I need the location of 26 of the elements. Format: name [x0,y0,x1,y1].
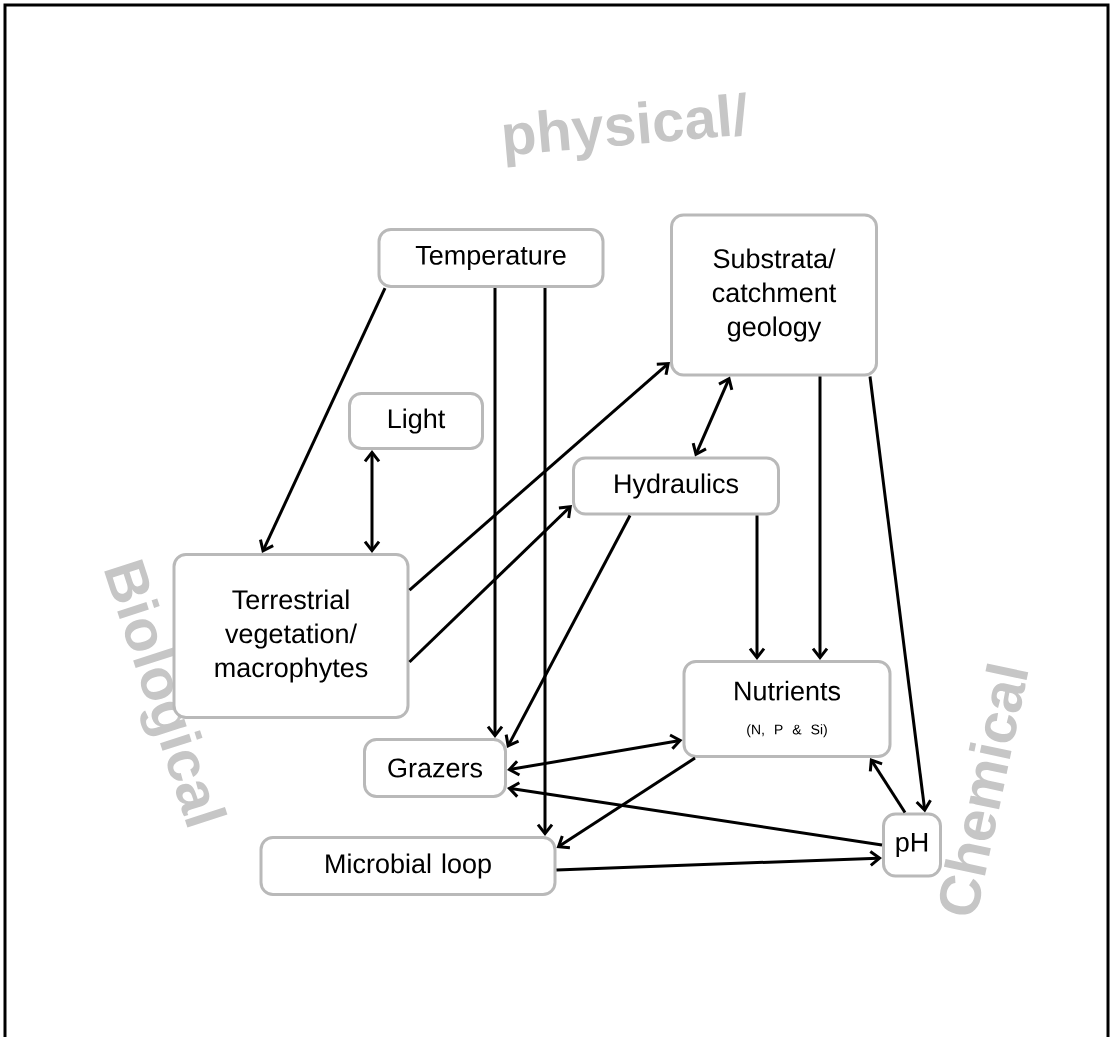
arrow [259,287,387,553]
arrow [691,376,734,457]
process-box: Microbial loop [259,836,557,896]
arrow [556,850,882,872]
arrow [748,515,766,660]
arrow [507,733,683,777]
arrow [868,376,932,813]
process-box: Grazers [363,738,507,798]
process-box: Substrata/ catchment geology [670,213,878,377]
arrow [507,781,883,847]
arrow [363,450,381,553]
category-word: Chemical [939,663,1029,915]
arrow [504,514,632,748]
arrow [536,288,554,836]
arrow [408,505,572,664]
process-box: pH [882,812,942,878]
category-word: physical/ [503,92,746,168]
arrow [811,376,829,660]
arrow [486,288,504,738]
arrow [408,362,670,592]
process-box: Nutrients (N, P & Si) [682,660,892,758]
arrow [868,758,907,814]
process-box: Temperature [377,228,605,288]
process-box: Hydraulics [572,456,780,516]
arrow [556,756,696,850]
process-box: Light [348,392,484,450]
